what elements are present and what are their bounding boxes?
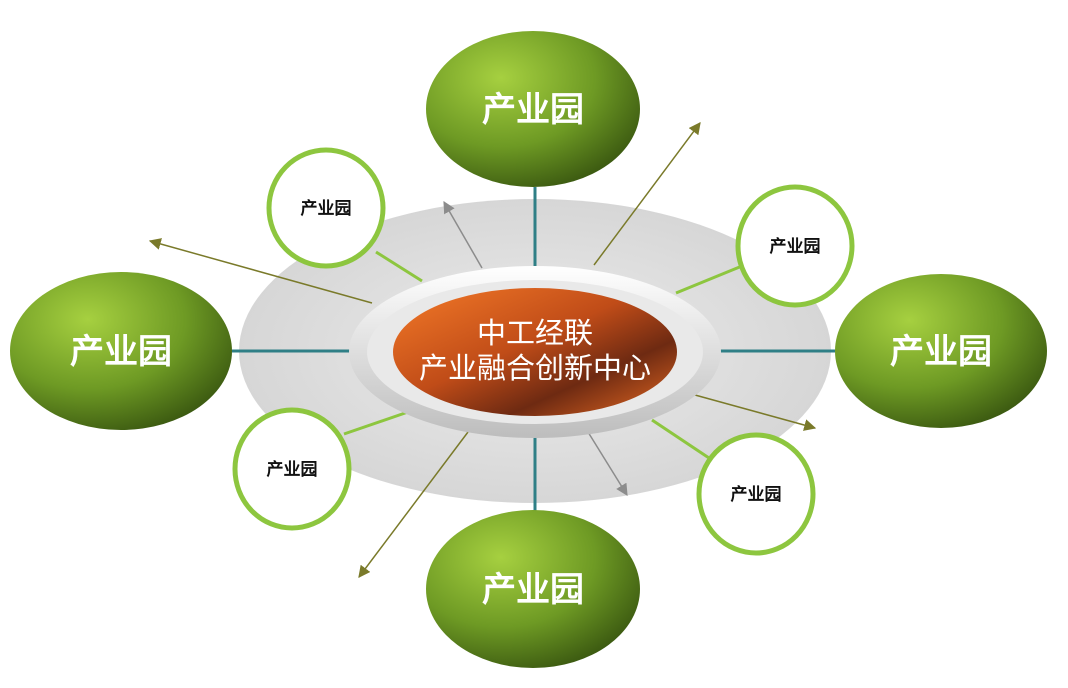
major-node-top: 产业园 xyxy=(426,31,640,187)
major-node-bottom: 产业园 xyxy=(426,510,640,668)
arrow-left xyxy=(148,238,373,304)
connector-lower-left xyxy=(343,410,409,436)
connector-lower-right xyxy=(651,418,713,462)
center-title-line1: 中工经联 xyxy=(477,316,593,350)
center-node: 中工经联 产业融合创新中心 xyxy=(349,266,721,438)
major-node-top-label: 产业园 xyxy=(482,90,584,130)
center-title-line2: 产业融合创新中心 xyxy=(419,351,651,385)
minor-node-upper-right: 产业园 xyxy=(735,184,855,308)
arrow-gray-upper xyxy=(443,200,483,269)
arrow-lower-left xyxy=(358,431,469,578)
minor-node-lower-right: 产业园 xyxy=(696,432,816,556)
major-node-bottom-label: 产业园 xyxy=(482,570,584,610)
arrow-gray-lower xyxy=(587,431,628,497)
minor-node-lower-left: 产业园 xyxy=(232,407,352,531)
major-node-left-label: 产业园 xyxy=(70,332,172,372)
minor-node-lower-left-label: 产业园 xyxy=(267,459,318,480)
major-node-right: 产业园 xyxy=(835,274,1047,428)
minor-node-upper-right-label: 产业园 xyxy=(770,236,821,257)
major-node-left: 产业园 xyxy=(10,272,232,430)
connector-upper-left xyxy=(375,250,423,283)
connector-upper-right xyxy=(675,264,743,295)
minor-node-lower-right-label: 产业园 xyxy=(731,484,782,505)
minor-node-upper-left-label: 产业园 xyxy=(301,198,352,219)
arrow-right xyxy=(694,394,817,431)
minor-node-upper-left: 产业园 xyxy=(266,147,386,269)
arrow-upper-right xyxy=(593,122,701,266)
major-node-right-label: 产业园 xyxy=(890,332,992,372)
